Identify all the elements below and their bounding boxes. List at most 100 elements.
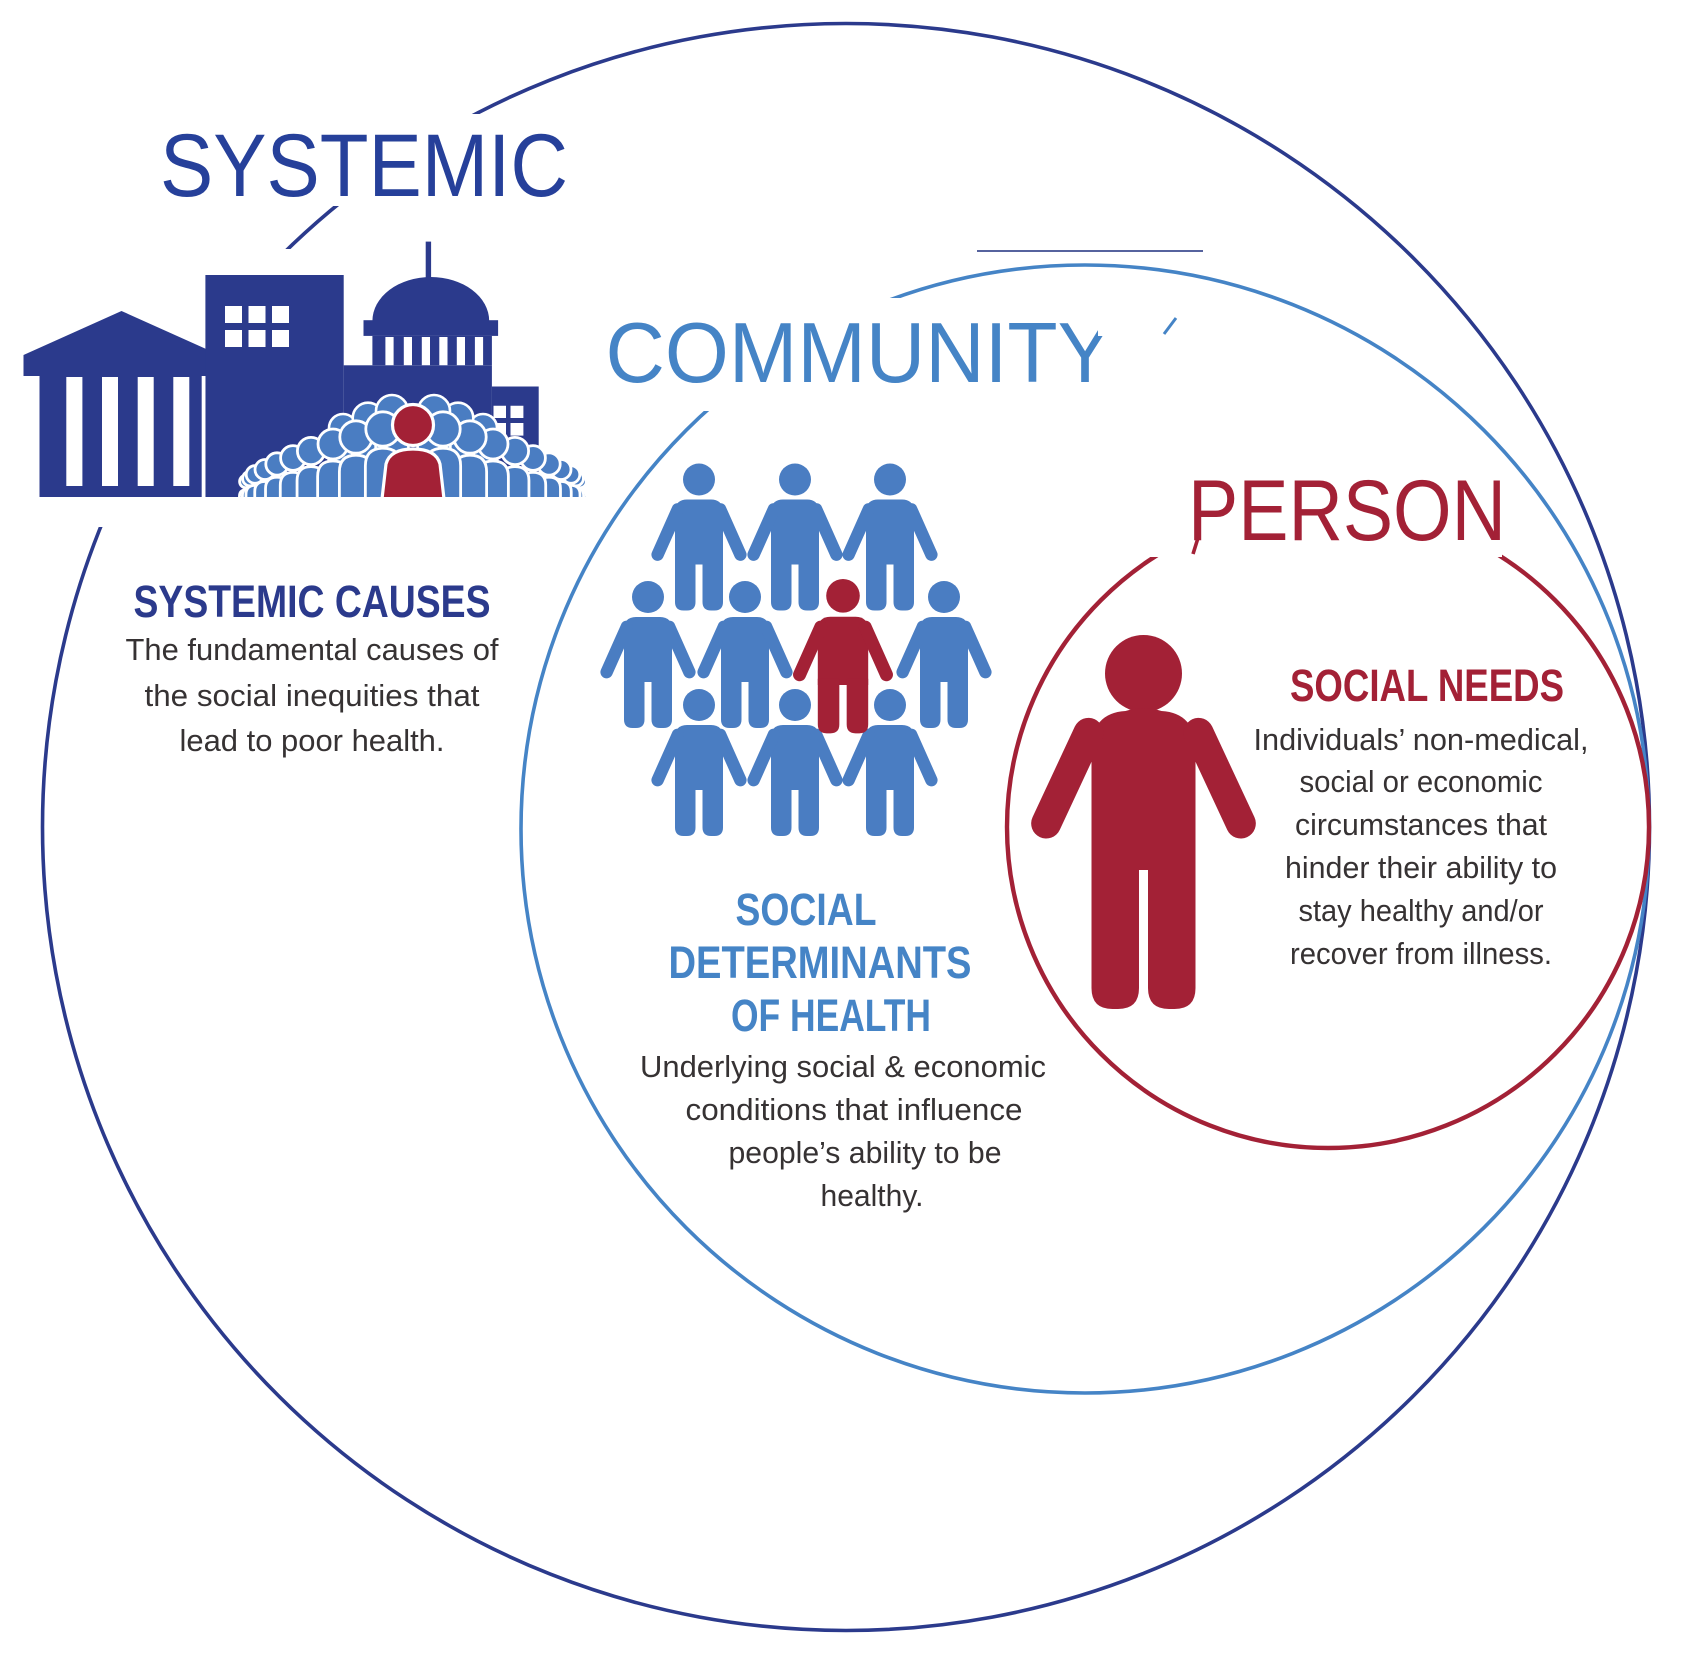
capitol-dome <box>372 277 490 321</box>
crowd-highlighted-person <box>380 402 446 501</box>
group-person <box>651 463 747 611</box>
person-body-line-5: stay healthy and/or <box>1299 893 1544 928</box>
capitol-cornice <box>363 320 499 336</box>
big-person-left-leg <box>1091 863 1139 1009</box>
person-torso <box>920 617 968 682</box>
person-left-leg <box>817 678 840 734</box>
group-person <box>842 463 938 611</box>
systemic-body-line-2: the social inequities that <box>145 678 480 713</box>
group-person <box>600 581 696 728</box>
community-heading-line-1: SOCIAL <box>736 884 877 935</box>
person-left-arm <box>651 728 684 787</box>
community-people-icon <box>600 463 992 836</box>
group-person <box>747 463 843 611</box>
person-left-arm <box>747 503 780 561</box>
person-head <box>874 689 906 721</box>
person-text-block: SOCIAL NEEDS Individuals’ non-medical, s… <box>1254 660 1589 971</box>
person-left-leg <box>771 784 792 836</box>
ground-cut <box>10 497 602 527</box>
person-head <box>632 581 664 613</box>
community-body-line-2: conditions that influence <box>686 1092 1023 1127</box>
single-person-figure <box>1031 635 1256 1009</box>
community-ring-label: COMMUNITY <box>606 306 1113 401</box>
building-separator <box>201 376 206 497</box>
bank-building <box>39 376 202 497</box>
person-right-leg <box>893 784 914 836</box>
person-left-leg <box>920 676 941 728</box>
group-person <box>697 581 793 728</box>
person-right-arm <box>663 620 696 679</box>
edit-artifacts <box>977 250 1248 555</box>
person-left-leg <box>675 558 696 611</box>
person-left-leg <box>624 676 645 728</box>
big-person-torso <box>1091 708 1196 870</box>
person-torso <box>771 499 819 565</box>
rings <box>40 21 1652 1633</box>
big-person-left-arm <box>1031 717 1104 839</box>
person-body-line-3: circumstances that <box>1295 807 1547 842</box>
person-right-leg <box>798 784 819 836</box>
person-head <box>928 581 960 613</box>
person-torso <box>866 499 914 565</box>
person-left-leg <box>721 676 742 728</box>
person-head <box>874 463 906 496</box>
person-icon <box>1031 635 1256 1009</box>
person-head <box>729 581 761 613</box>
person-body-line-2: social or economic <box>1300 764 1543 799</box>
person-right-leg <box>651 676 672 728</box>
person-label-mask <box>1150 460 1502 557</box>
person-left-leg <box>866 784 887 836</box>
systemic-label-mask <box>120 114 580 206</box>
person-left-leg <box>771 558 792 611</box>
person-right-arm <box>905 728 938 787</box>
capitol-spire <box>425 241 432 280</box>
person-heading: SOCIAL NEEDS <box>1290 660 1564 711</box>
person-right-arm <box>760 620 793 679</box>
big-person-right-leg <box>1148 863 1196 1009</box>
person-right-arm <box>858 620 893 682</box>
bank-pediment <box>23 311 220 376</box>
person-ring-peek-artifact <box>1191 537 1200 555</box>
person-left-leg <box>866 558 887 611</box>
group-person <box>747 689 843 836</box>
big-person-head <box>1105 635 1182 712</box>
person-head <box>683 463 715 496</box>
crowd-highlighted-person-head <box>390 402 436 448</box>
capitol-colonnade <box>372 335 492 366</box>
person-body-line-6: recover from illness. <box>1290 936 1552 971</box>
community-heading-line-3: OF HEALTH <box>731 990 931 1041</box>
person-ring-label: PERSON <box>1188 463 1506 559</box>
group-person-highlighted <box>793 579 893 734</box>
community-text-block: SOCIAL DETERMINANTS OF HEALTH Underlying… <box>640 884 1046 1213</box>
group-person <box>651 689 747 836</box>
erased-text-tick-artifact <box>1162 317 1178 335</box>
person-right-leg <box>702 784 723 836</box>
crowd-highlighted-person-body <box>380 447 446 501</box>
person-head <box>779 689 811 721</box>
community-body-line-1: Underlying social & economic <box>640 1049 1046 1084</box>
person-torso <box>675 725 723 790</box>
person-torso <box>624 617 672 682</box>
person-right-leg <box>947 676 968 728</box>
person-right-leg <box>846 678 869 734</box>
person-right-leg <box>748 676 769 728</box>
person-left-arm <box>896 620 929 679</box>
person-right-arm <box>959 620 992 679</box>
person-right-leg <box>702 558 723 611</box>
person-left-arm <box>793 620 828 682</box>
systemic-body-line-3: lead to poor health. <box>180 723 445 758</box>
systemic-ring-label: SYSTEMIC <box>160 115 568 215</box>
person-head <box>683 689 715 721</box>
person-right-arm <box>905 503 938 561</box>
crowd-of-citizens <box>238 393 588 501</box>
person-torso <box>866 725 914 790</box>
person-torso <box>771 725 819 790</box>
person-body-line-4: hinder their ability to <box>1285 850 1557 885</box>
person-head <box>779 463 811 496</box>
person-right-arm <box>714 728 747 787</box>
systemic-text-block: SYSTEMIC CAUSES The fundamental causes o… <box>126 576 499 758</box>
person-torso <box>675 499 723 565</box>
person-left-arm <box>747 728 780 787</box>
